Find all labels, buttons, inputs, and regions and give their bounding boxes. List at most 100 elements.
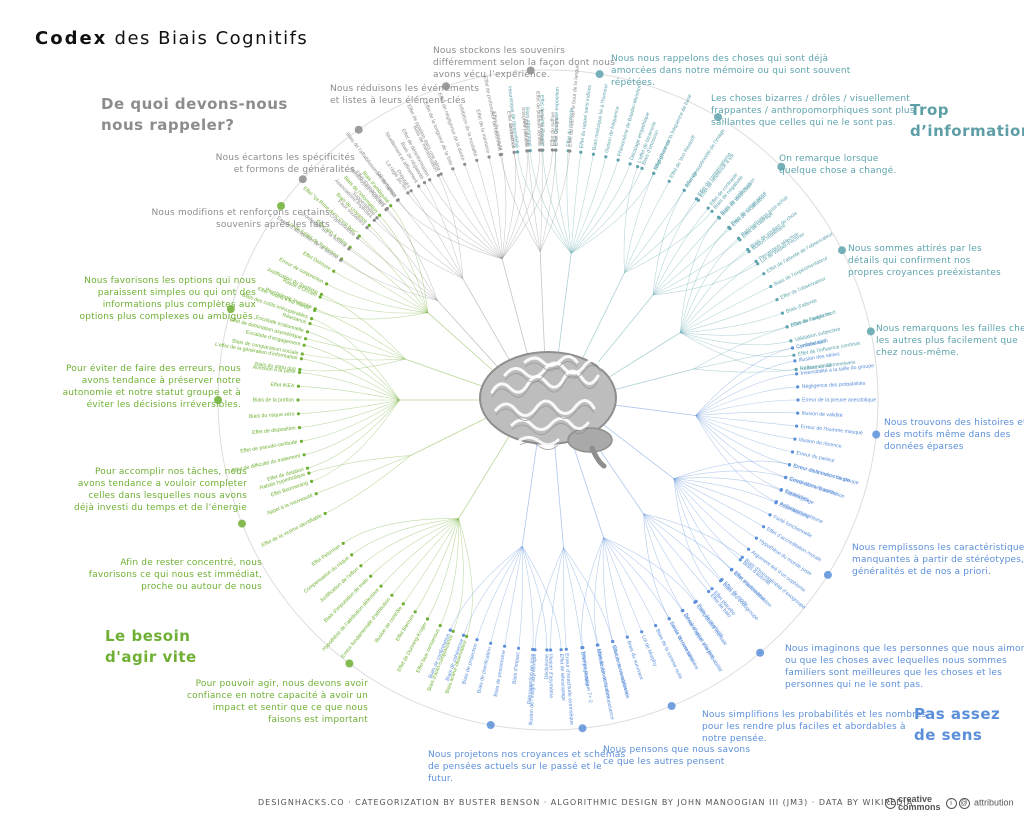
bias-label[interactable]: Effet de disposition xyxy=(252,425,296,436)
bias-label[interactable]: Effet de pseudo-certitude xyxy=(240,439,298,454)
bias-label[interactable]: Intégrale partielle xyxy=(520,107,529,147)
branch-line xyxy=(563,547,567,650)
bias-label[interactable]: Illusion de validité xyxy=(802,411,843,419)
branch-line xyxy=(693,368,797,373)
bias-label[interactable]: Biais d’impact xyxy=(512,651,522,684)
group-dot[interactable] xyxy=(872,430,881,439)
group-dot[interactable] xyxy=(226,305,235,313)
bias-label[interactable]: Effet de simple exposition xyxy=(553,87,561,146)
leaf-dot xyxy=(754,536,759,540)
leaf-dot xyxy=(746,247,750,252)
branch-line xyxy=(652,228,731,296)
bias-label[interactable]: Erreur de l’homme masqué xyxy=(800,424,863,437)
branch-line xyxy=(424,182,464,279)
leaf-dot xyxy=(313,308,317,312)
bias-label[interactable]: Effet de récence xyxy=(505,111,516,149)
group-dot[interactable] xyxy=(866,327,875,336)
branch-line xyxy=(643,513,709,592)
bias-label[interactable]: Erreur du parieur xyxy=(796,450,836,464)
bias-label[interactable]: Déclinisme xyxy=(544,654,550,680)
leaf-dot xyxy=(299,357,303,361)
bias-label[interactable]: Effet d’accréditation morale xyxy=(765,526,822,563)
group-dot[interactable] xyxy=(756,648,765,657)
group-dot[interactable] xyxy=(777,162,786,171)
bias-label[interactable]: Effet projecteur xyxy=(579,651,590,687)
bias-label[interactable]: Distraction xyxy=(507,124,516,149)
bias-label[interactable]: Effet de position sérielle xyxy=(534,91,542,146)
bias-label[interactable]: Aversion à la perte xyxy=(252,365,296,376)
bias-label[interactable]: Erreur d’appel à la probabilité xyxy=(682,613,724,673)
branch-line xyxy=(299,358,406,372)
leaf-dot xyxy=(707,589,711,594)
bias-label[interactable]: Effet "survivant" xyxy=(538,110,545,147)
group-dot[interactable] xyxy=(238,519,246,528)
leaf-dot xyxy=(372,218,376,222)
bias-label[interactable]: Biais attentionnel xyxy=(524,107,533,147)
bias-label[interactable]: Rétrospection en rose xyxy=(527,653,536,704)
leaf-dot xyxy=(706,206,710,210)
bias-label[interactable]: Ancrage xyxy=(684,169,700,189)
bias-label[interactable]: Effet du suffixe xyxy=(550,112,557,146)
group-dot[interactable] xyxy=(345,659,354,668)
group-note: Nous simplifions les probabilités et les… xyxy=(702,710,927,744)
bias-label[interactable]: Erreur d’exactitude extrinsèque xyxy=(563,653,574,725)
bias-label[interactable]: Effet de vérité illusoire xyxy=(538,95,545,146)
group-dot[interactable] xyxy=(595,70,604,79)
group-dot[interactable] xyxy=(838,246,846,255)
group-dot[interactable] xyxy=(526,66,535,75)
bias-label[interactable]: Illusion de récence xyxy=(798,437,842,450)
bias-label[interactable]: Malédiction de la connaissance xyxy=(595,648,615,720)
bias-label[interactable]: Biais du risque zéro xyxy=(249,411,295,420)
bias-label[interactable]: Effet de télescopage xyxy=(558,654,566,702)
group-dot[interactable] xyxy=(714,113,722,122)
bias-label[interactable]: Biais de la portion xyxy=(253,397,294,403)
branch-line xyxy=(695,415,795,440)
bias-label[interactable]: Effet du rappel sans indices xyxy=(579,84,593,148)
group-dot[interactable] xyxy=(667,702,676,710)
leaf-dot xyxy=(325,282,329,286)
bias-label[interactable]: Loi de Murphy xyxy=(640,635,658,668)
group-dot[interactable] xyxy=(823,570,832,579)
group-dot[interactable] xyxy=(277,202,285,210)
bias-label[interactable]: Biais de pessimisme xyxy=(493,650,507,698)
bias-label[interactable]: Effet du contexte xyxy=(566,108,575,147)
bias-label[interactable]: Effet Google xyxy=(553,117,560,146)
bias-label[interactable]: Effet IKEA xyxy=(270,382,295,389)
bias-label[interactable]: Biais de l’angle mort xyxy=(790,309,837,329)
bias-label[interactable]: Effet Barnum xyxy=(395,614,416,643)
leaf-dot xyxy=(784,476,788,480)
bias-label[interactable]: Biais du survivant xyxy=(625,640,644,681)
group-dot[interactable] xyxy=(578,724,587,733)
heading-memory: De quoi devons-nous nous rappeler? xyxy=(101,95,288,134)
branch-line xyxy=(320,296,428,314)
bias-label[interactable]: Biais d’attente xyxy=(785,298,818,315)
bias-label[interactable]: Effet de la victime identifiable xyxy=(261,513,324,549)
bias-label[interactable]: Illusion de transparence xyxy=(610,645,630,700)
bias-label[interactable]: Biais de planification xyxy=(476,646,493,694)
leaf-dot xyxy=(409,189,413,193)
group-dot[interactable] xyxy=(298,175,307,184)
bias-label[interactable]: Réalisme naïf xyxy=(800,362,833,372)
leaf-dot xyxy=(448,628,452,632)
group-note: On remarque lorsque quelque chose a chan… xyxy=(779,154,897,176)
bias-label[interactable]: Illusion d’asymétrie xyxy=(547,654,553,698)
group-dot[interactable] xyxy=(486,721,495,729)
leaf-dot xyxy=(297,426,302,430)
license-label: attribution xyxy=(974,797,1014,808)
bias-label[interactable]: Biais du statu quo xyxy=(255,361,297,372)
bias-label[interactable]: Négligence des probabilités xyxy=(802,381,866,390)
bias-label[interactable]: Effet de la mémoire xyxy=(474,109,490,154)
bias-label[interactable]: Compensation du risque xyxy=(303,555,351,595)
group-dot[interactable] xyxy=(214,396,222,404)
group-dot[interactable] xyxy=(354,125,363,134)
bias-label[interactable]: Erreur de la preuve anecdotique xyxy=(802,397,876,403)
trunk-line xyxy=(437,300,504,374)
leaf-dot xyxy=(769,284,773,289)
branch-line xyxy=(379,214,429,313)
trunk-line xyxy=(501,258,530,363)
bias-label[interactable]: Illusion de l’insight asymétrique xyxy=(528,653,538,725)
group-dot[interactable] xyxy=(442,82,450,91)
bias-label[interactable]: Effet du test xyxy=(522,119,530,148)
